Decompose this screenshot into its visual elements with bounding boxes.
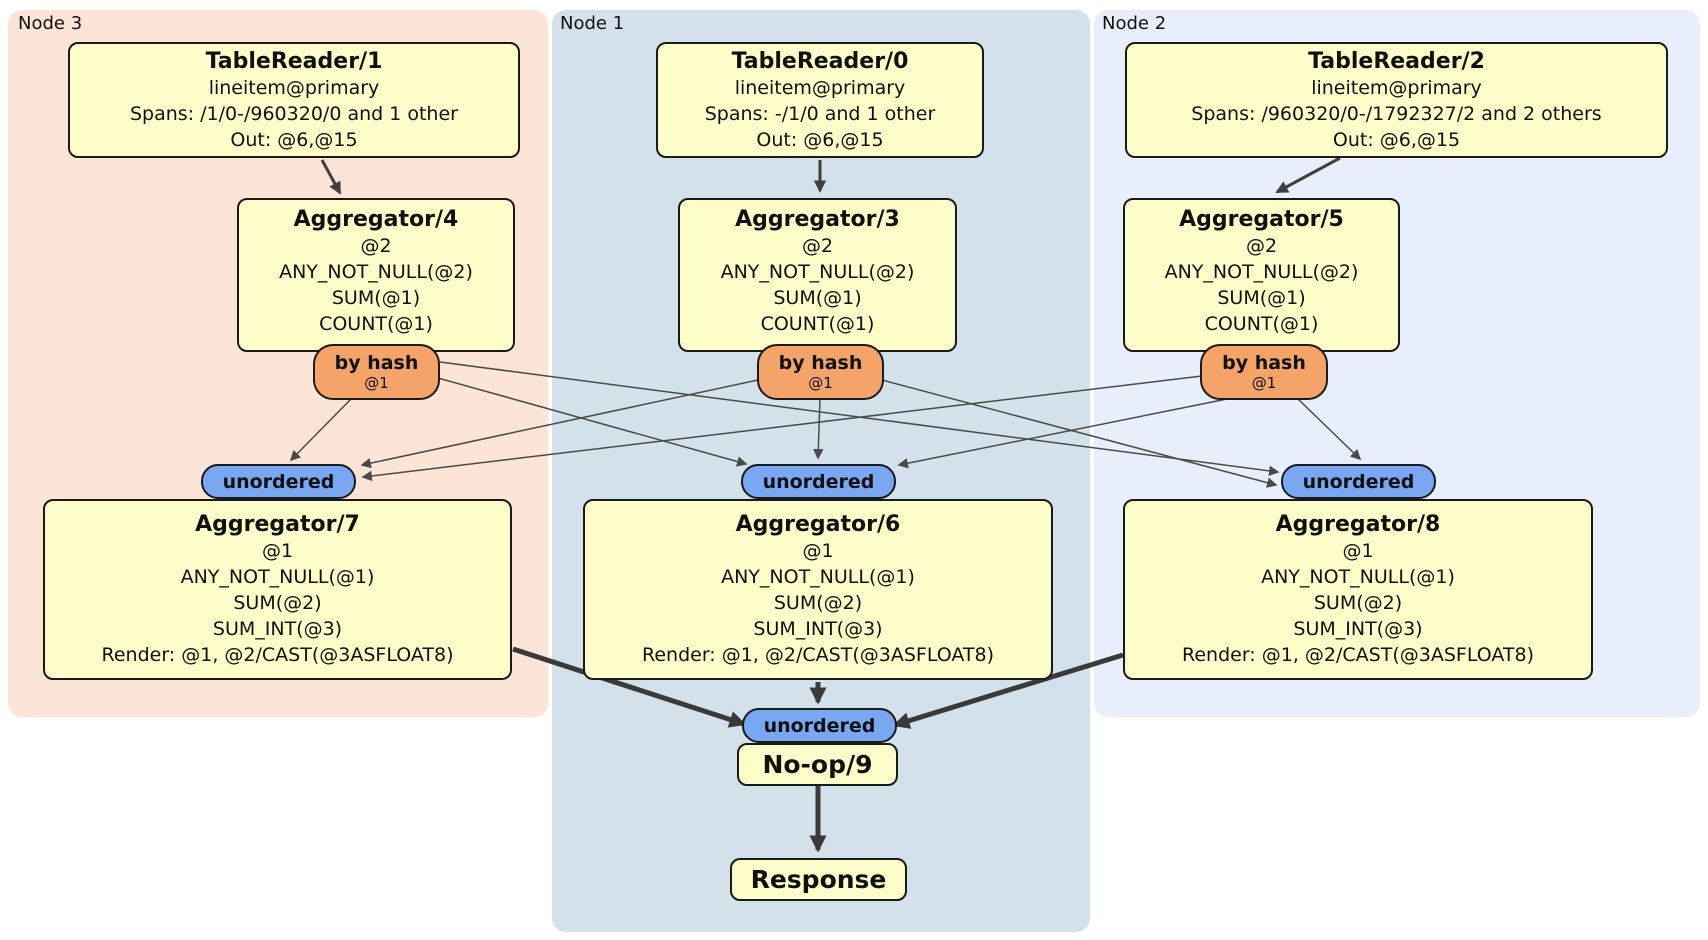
edge (892, 652, 1124, 729)
processor-response: Response (730, 858, 907, 901)
processor-line: Out: @6,@15 (1332, 128, 1461, 151)
processor-title: Aggregator/4 (293, 207, 459, 232)
router-detail: @1 (808, 374, 833, 392)
edge (1275, 156, 1341, 194)
processor-line: ANY_NOT_NULL(@1) (721, 566, 915, 588)
processor-line: @2 (1245, 235, 1278, 257)
processor-title: TableReader/1 (205, 48, 383, 74)
processor-noop: No-op/9 (737, 743, 898, 786)
processor-line: COUNT(@1) (319, 313, 433, 335)
processor-aggregator-6: Aggregator/6 @1 ANY_NOT_NULL(@1) SUM(@2)… (583, 499, 1053, 680)
processor-line: SUM(@1) (773, 287, 862, 309)
router-label: by hash (334, 352, 419, 374)
processor-line: SUM(@1) (1217, 287, 1306, 309)
processor-title: Aggregator/3 (735, 207, 900, 232)
processor-line: SUM(@1) (331, 287, 421, 309)
edge (289, 397, 353, 462)
processor-line: Render: @1, @2/CAST(@3ASFLOAT8) (1182, 644, 1534, 666)
processor-line: SUM(@2) (1313, 592, 1403, 614)
edge (437, 377, 748, 467)
processor-aggregator-7: Aggregator/7 @1 ANY_NOT_NULL(@1) SUM(@2)… (43, 499, 512, 680)
processor-line: COUNT(@1) (1204, 313, 1319, 335)
region-label-node2: Node 2 (1102, 13, 1167, 34)
router-label: by hash (778, 352, 863, 374)
sync-unordered-center: unordered (741, 464, 896, 499)
processor-line: Spans: /960320/0-/1792327/2 and 2 others (1191, 102, 1602, 125)
processor-aggregator-5: Aggregator/5 @2 ANY_NOT_NULL(@2) SUM(@1)… (1123, 198, 1400, 352)
processor-line: ANY_NOT_NULL(@1) (180, 566, 375, 588)
processor-line: lineitem@primary (1311, 76, 1482, 99)
processor-tablereader-0: TableReader/0 lineitem@primary Spans: -/… (656, 42, 984, 158)
processor-line: lineitem@primary (208, 76, 380, 99)
edge (361, 375, 1203, 482)
processor-line: SUM_INT(@3) (1293, 618, 1423, 640)
router-detail: @1 (364, 374, 389, 392)
processor-line: @1 (261, 540, 294, 562)
processor-title: Aggregator/6 (735, 512, 901, 537)
processor-title: Aggregator/8 (1275, 512, 1441, 537)
router-label: by hash (1222, 352, 1306, 374)
processor-line: Render: @1, @2/CAST(@3ASFLOAT8) (642, 644, 994, 666)
processor-line: SUM_INT(@3) (212, 618, 343, 640)
edge (813, 397, 824, 460)
processor-line: ANY_NOT_NULL(@1) (1261, 566, 1455, 588)
router-detail: @1 (1251, 374, 1277, 392)
edge (512, 646, 747, 728)
processor-title: Response (750, 864, 887, 894)
router-by-hash-center: by hash @1 (757, 344, 884, 400)
processor-title: Aggregator/5 (1179, 207, 1344, 232)
processor-tablereader-1: TableReader/1 lineitem@primary Spans: /1… (68, 42, 520, 158)
processor-line: ANY_NOT_NULL(@2) (1164, 261, 1359, 283)
processor-title: Aggregator/7 (195, 512, 360, 537)
processor-aggregator-4: Aggregator/4 @2 ANY_NOT_NULL(@2) SUM(@1)… (237, 198, 515, 352)
processor-title: TableReader/2 (1308, 48, 1485, 74)
processor-tablereader-2: TableReader/2 lineitem@primary Spans: /9… (1125, 42, 1668, 158)
edge (897, 397, 1233, 469)
processor-line: @1 (802, 540, 834, 562)
edge (1296, 397, 1362, 461)
processor-line: Out: @6,@15 (756, 128, 884, 151)
processor-aggregator-8: Aggregator/8 @1 ANY_NOT_NULL(@1) SUM(@2)… (1123, 499, 1593, 680)
processor-title: TableReader/0 (731, 48, 909, 74)
router-by-hash-left: by hash @1 (313, 344, 440, 400)
processor-line: SUM(@2) (773, 592, 863, 614)
processor-line: @1 (1342, 540, 1374, 562)
region-label-node3: Node 3 (18, 13, 83, 34)
processor-line: Spans: -/1/0 and 1 other (704, 102, 936, 125)
edge (320, 159, 342, 195)
processor-line: Spans: /1/0-/960320/0 and 1 other (130, 102, 458, 125)
processor-line: ANY_NOT_NULL(@2) (279, 261, 473, 283)
processor-line: SUM(@2) (233, 592, 322, 614)
region-label-node1: Node 1 (560, 13, 625, 34)
edge (881, 379, 1278, 488)
sync-unordered-right: unordered (1281, 464, 1436, 499)
processor-line: Render: @1, @2/CAST(@3ASFLOAT8) (101, 644, 454, 666)
router-by-hash-right: by hash @1 (1200, 344, 1328, 400)
processor-line: SUM_INT(@3) (753, 618, 883, 640)
processor-title: No-op/9 (762, 749, 873, 779)
processor-line: lineitem@primary (734, 76, 906, 99)
processor-line: Out: @6,@15 (230, 128, 358, 151)
edge (360, 379, 759, 469)
processor-line: ANY_NOT_NULL(@2) (720, 261, 915, 283)
sync-unordered-final: unordered (742, 708, 897, 743)
processor-line: COUNT(@1) (760, 313, 875, 335)
sync-unordered-left: unordered (201, 464, 356, 499)
processor-aggregator-3: Aggregator/3 @2 ANY_NOT_NULL(@2) SUM(@1)… (678, 198, 957, 352)
processor-line: @2 (801, 235, 834, 257)
processor-line: @2 (360, 235, 392, 257)
